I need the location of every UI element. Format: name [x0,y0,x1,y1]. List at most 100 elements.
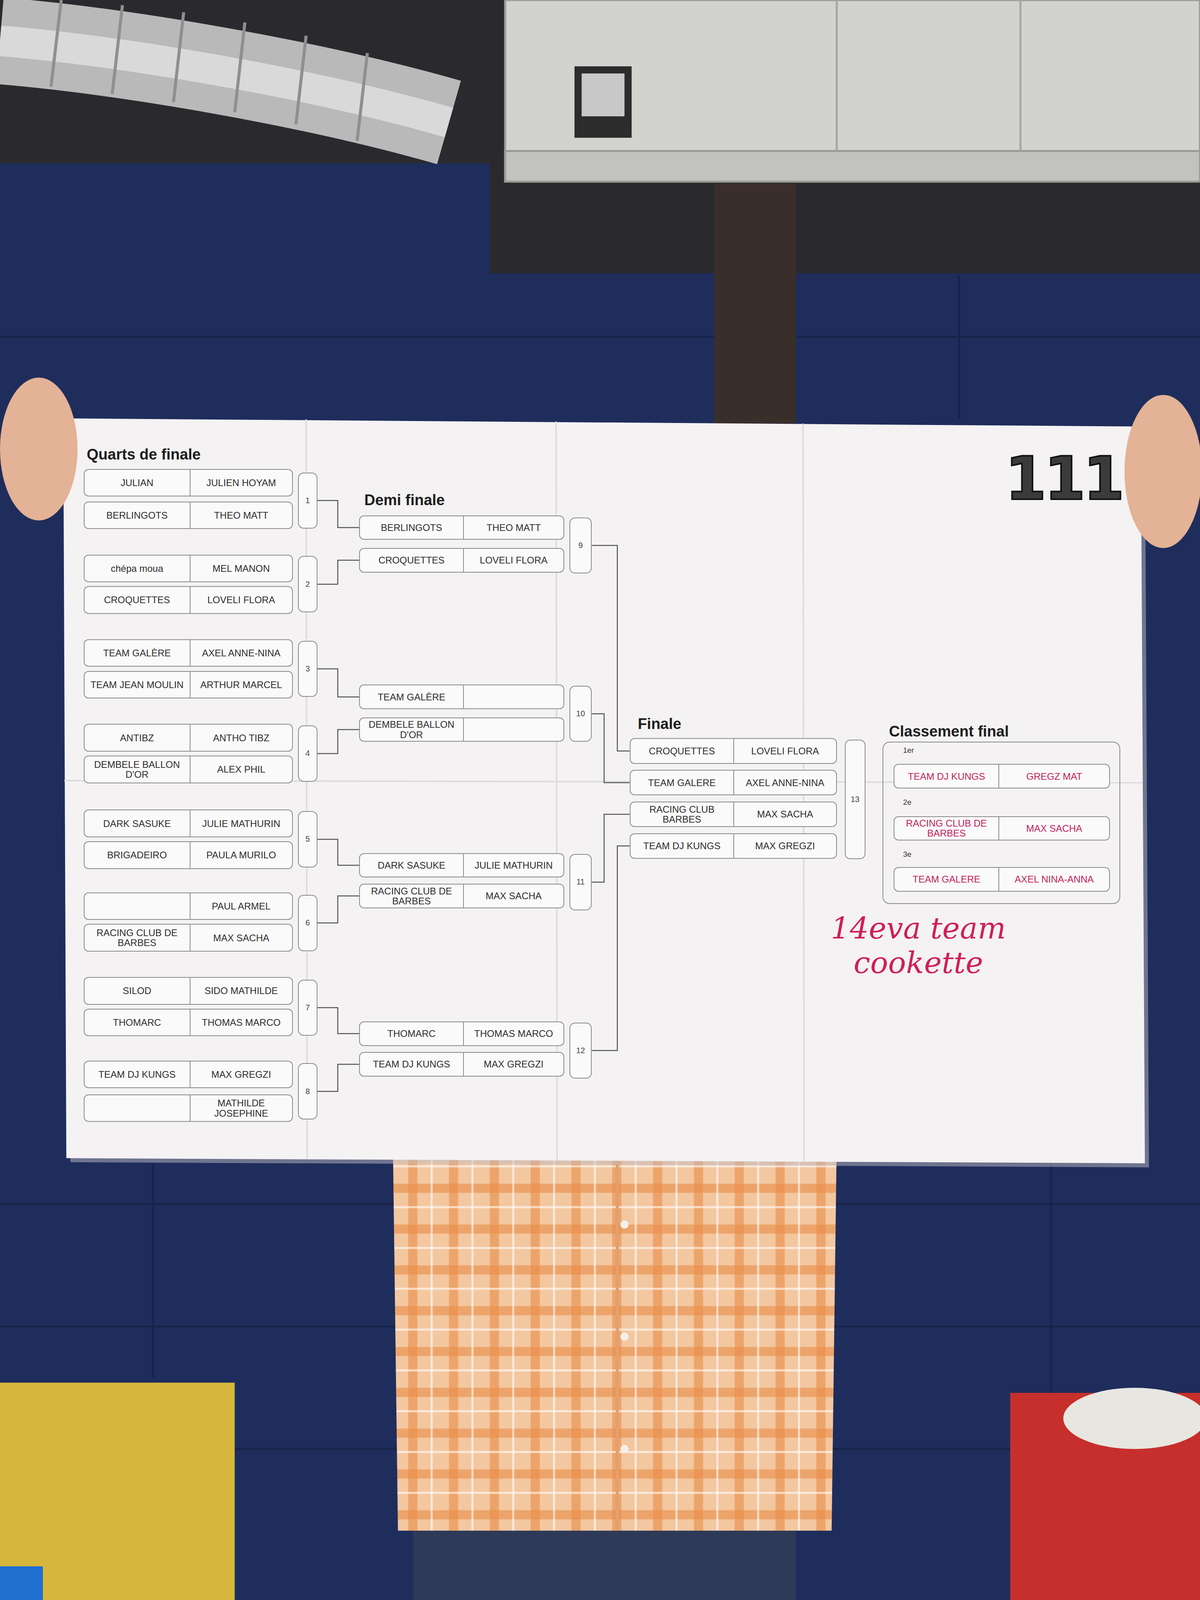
round-heading: Demi finale [364,491,445,510]
slot-cell: DEMBELE BALLON D'OR [84,756,190,783]
player-names: LOVELI FLORA [751,746,820,756]
quarter-final-slot: TEAM JEAN MOULIN ARTHUR MARCEL [83,671,293,699]
team-name: TEAM DJ KUNGS [907,771,986,782]
ceiling [489,0,1200,274]
slot-cell: CROQUETTES [84,586,190,613]
bracket-line [317,1064,360,1092]
semi-final-slot: DEMBELE BALLON D'OR [359,717,565,743]
round-heading: Quarts de finale [86,446,201,464]
player-names: PAULA MURILO [206,850,277,860]
slot-cell: RACING CLUB DE BARBES [359,884,464,908]
match-number-box: 7 [298,979,318,1036]
slot-cell: DARK SASUKE [359,853,464,877]
match-number: 4 [305,749,310,758]
match-number: 1 [305,496,310,505]
player-names: ARTHUR MARCEL [200,679,283,690]
slot-cell [84,893,190,920]
slot-cell: BRIGADEIRO [84,842,190,868]
bracket-line [317,500,360,528]
slot-cell: DARK SASUKE [84,810,190,837]
slot-cell: MEL MANON [189,555,293,582]
slot-cell: JULIE MATHURIN [463,853,564,877]
team-name: chépa moua [110,563,164,574]
ranking-slot: RACING CLUB DE BARBESMAX SACHA [893,816,1110,841]
bracket-line [591,545,630,751]
player-names: AXEL ANNE-NINA [201,648,281,658]
team-name: SILOD [122,985,152,996]
final-slot: CROQUETTES LOVELI FLORA [629,738,837,764]
slot-cell: AXEL ANNE-NINA [733,770,836,795]
ranking-slot: TEAM DJ KUNGSGREGZ MAT [893,763,1110,789]
slot-cell: TEAM GALÈRE [84,640,190,666]
slot-cell: DEMBELE BALLON D'OR [359,718,464,742]
slot-cell: CROQUETTES [630,738,734,763]
match-number-box: 8 [298,1063,318,1120]
steel-beam [714,183,797,424]
team-name: CROQUETTES [378,555,445,566]
quarter-final-slot: RACING CLUB DE BARBESMAX SACHA [83,923,293,952]
match-number: 11 [576,877,585,887]
slot-cell: TEAM GALERE [630,770,734,795]
slot-cell: BERLINGOTS [359,516,464,540]
slot-cell: ALEX PHIL [189,756,293,783]
team-name: BERLINGOTS [106,510,168,521]
slot-cell: TEAM DJ KUNGS [894,764,999,788]
slot-cell: TEAM JEAN MOULIN [84,671,190,698]
bracket-line [591,846,630,1051]
team-name: THOMARC [113,1017,162,1028]
bracket-line [591,713,630,783]
slot-cell: ANTHO TIBZ [189,724,293,751]
final-slot: TEAM DJ KUNGSMAX GREGZI [629,833,837,859]
paper-sheet [63,418,1149,1168]
team-name: RACING CLUB DE BARBES [897,818,996,839]
match-number-box: 9 [569,517,593,574]
bracket-line [317,560,360,585]
player-names: MAX SACHA [757,809,814,820]
bracket-line [317,839,360,866]
quarter-final-slot: THOMARC THOMAS MARCO [83,1008,293,1037]
slot-cell: MAX SACHA [463,884,564,908]
match-number-box: 13 [844,739,866,860]
team-name: CROQUETTES [648,746,716,756]
slot-cell: SILOD [84,977,190,1004]
team-name: TEAM GALERE [648,777,716,788]
match-number-box: 11 [569,853,593,910]
bracket-line [317,896,360,924]
match-number-box: 6 [298,894,318,951]
player-names: MEL MANON [212,563,270,574]
team-name: TEAM GALÈRE [103,648,172,658]
player-names: ANTHO TIBZ [213,732,270,743]
slot-cell: THOMAS MARCO [463,1022,564,1046]
match-number: 13 [850,795,860,804]
semi-final-slot: RACING CLUB DE BARBESMAX SACHA [359,883,565,909]
team-name: BRIGADEIRO [107,850,168,860]
match-number: 5 [305,834,310,844]
team-name: THOMARC [387,1028,436,1039]
slot-cell: JULIEN HOYAM [189,469,293,496]
quarter-final-slot: ANTIBZANTHO TIBZ [83,723,293,752]
slot-cell: MAX SACHA [189,924,293,951]
ranking-slot: TEAM GALEREAXEL NINA-ANNA [893,867,1110,892]
person [392,1140,837,1600]
match-number-box: 2 [298,555,318,612]
player-names: SIDO MATHILDE [204,985,278,996]
quarter-final-slot: SILOD SIDO MATHILDE [83,976,293,1005]
hands [0,377,1200,548]
slot-cell: THOMAS MARCO [189,1009,293,1036]
slot-cell: TEAM DJ KUNGS [84,1061,190,1088]
handwritten-note: 14eva team cookette [816,911,1021,980]
semi-final-slot: CROQUETTESLOVELI FLORA [359,548,565,573]
quarter-final-slot: BRIGADEIRO PAULA MURILO [83,841,293,869]
quarter-final-slot: MATHILDE JOSEPHINE [83,1094,293,1122]
match-number: 6 [305,918,310,927]
player-names: JULIE MATHURIN [201,818,281,829]
slot-cell: TEAM DJ KUNGS [359,1052,464,1076]
slot-cell: SIDO MATHILDE [189,977,293,1004]
player-names: MATHILDE JOSEPHINE [193,1098,289,1118]
slot-cell: PAULA MURILO [189,842,293,868]
player-names: LOVELI FLORA [207,594,275,605]
player-names: MAX GREGZI [211,1069,272,1080]
rank-label: 2e [903,798,912,807]
match-number-box: 1 [298,472,318,529]
